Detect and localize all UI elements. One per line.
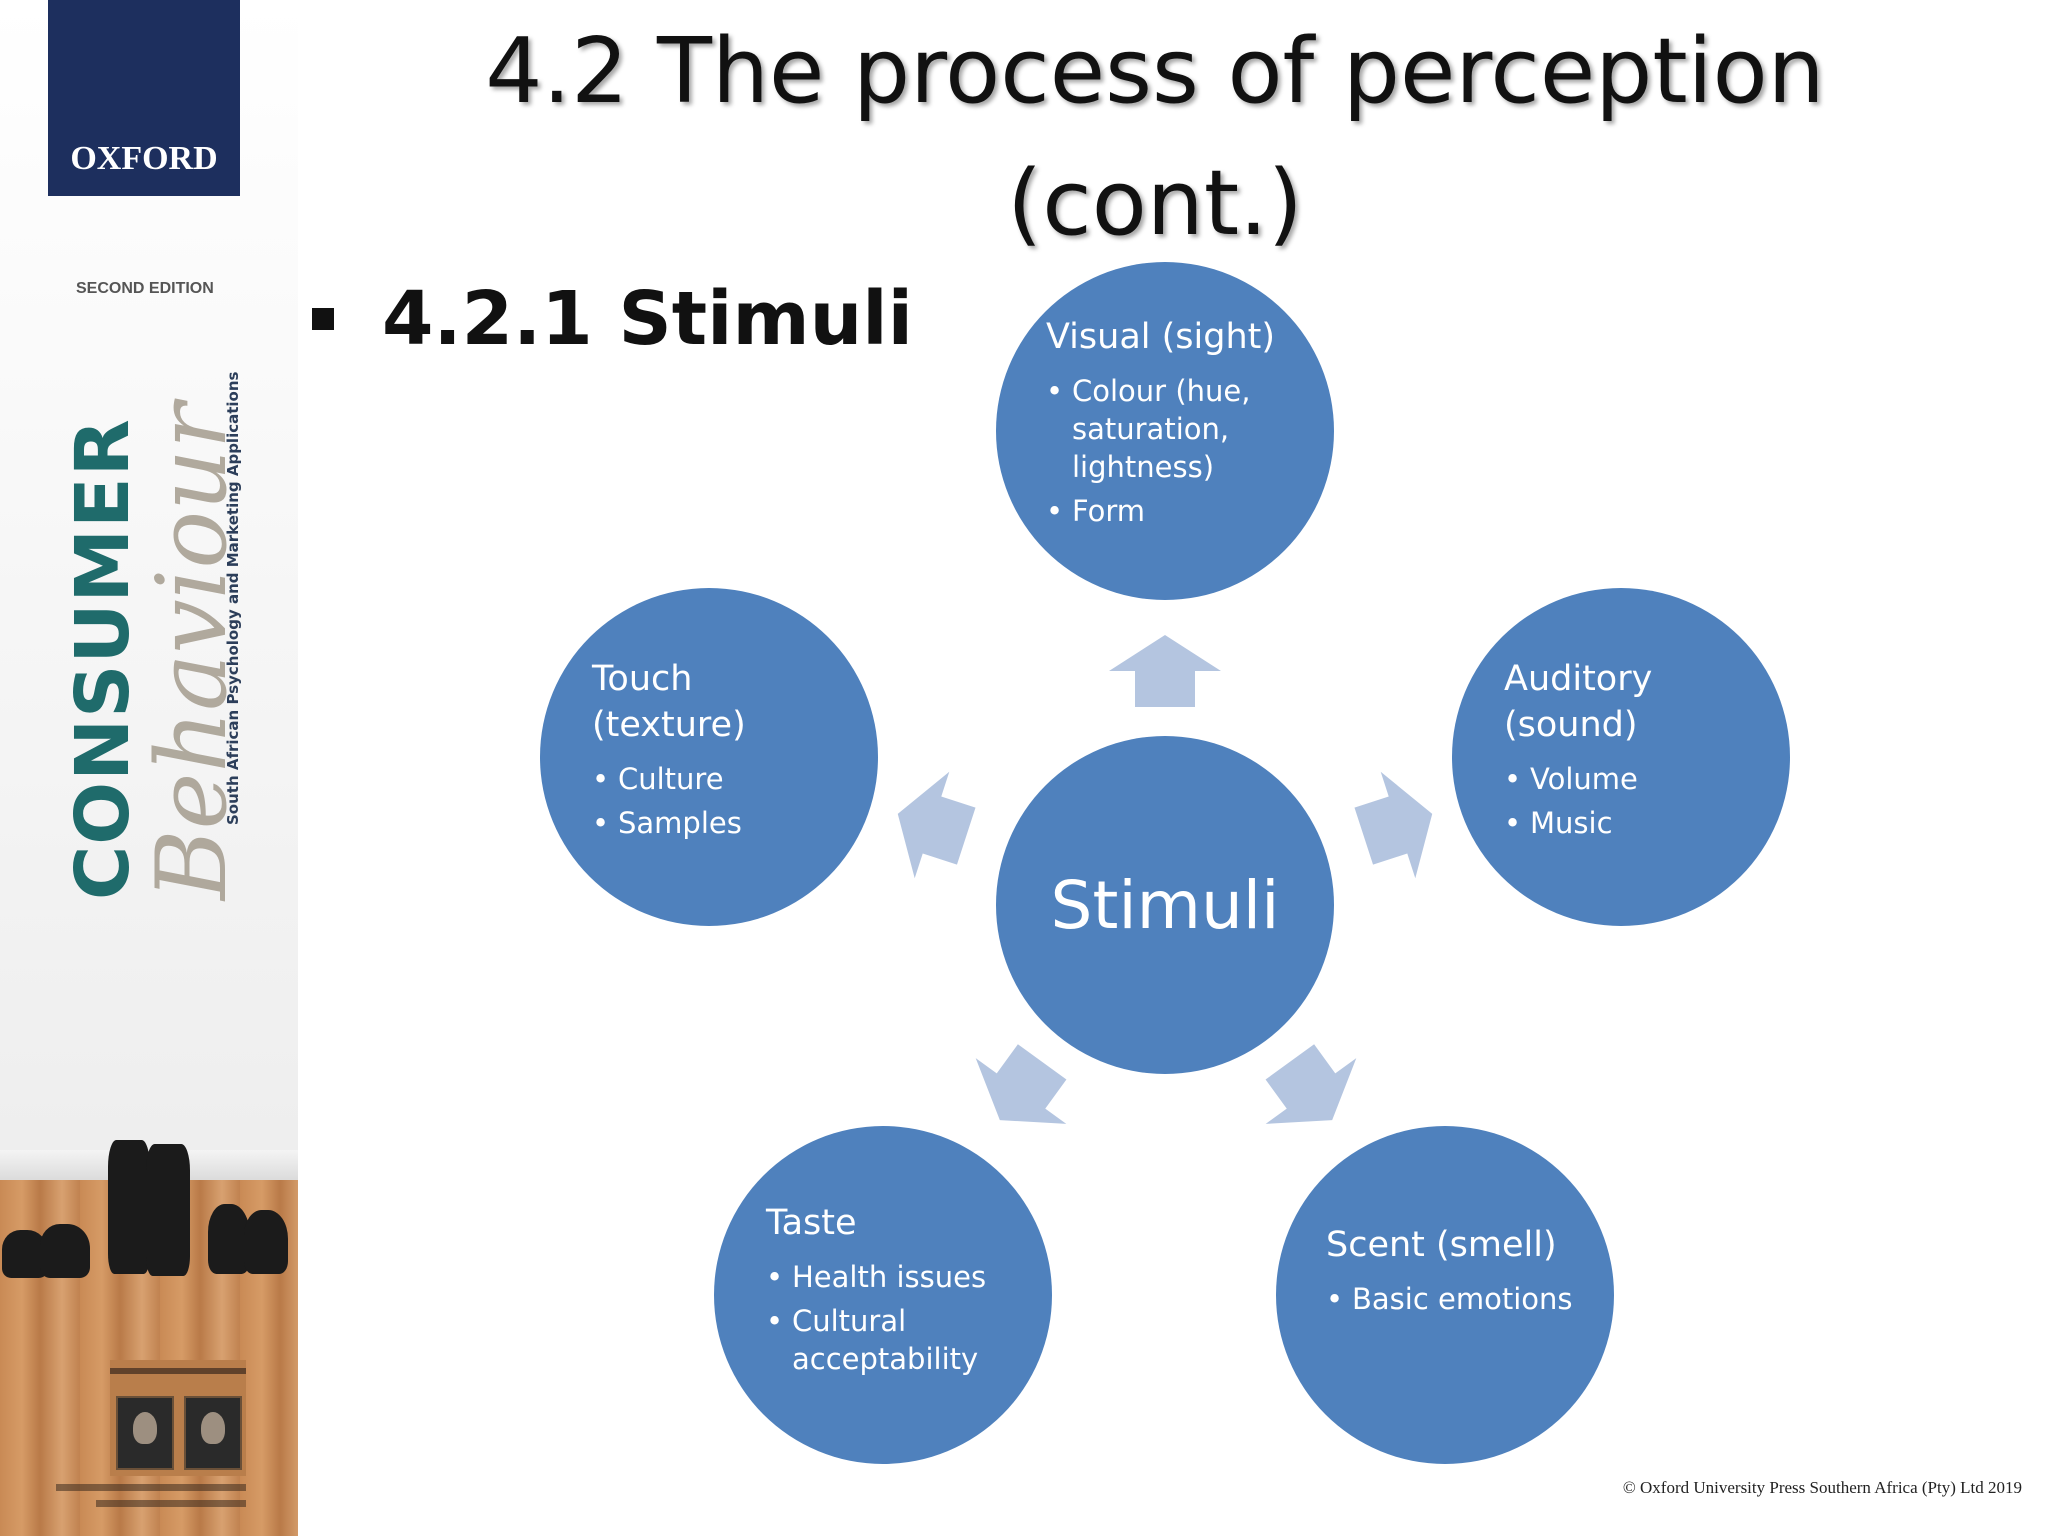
bullet-square-icon: [312, 308, 334, 330]
author-portrait: [184, 1396, 242, 1470]
list-item: Form: [1046, 492, 1306, 530]
list-item: Colour (hue, saturation, lightness): [1046, 372, 1306, 486]
list-item: Music: [1504, 804, 1754, 842]
arrow-to-auditory: [1354, 771, 1433, 879]
cover-author-plate: [110, 1360, 246, 1476]
cover-subtitle: South African Psychology and Marketing A…: [224, 371, 242, 825]
node-auditory: Auditory (sound) Volume Music: [1452, 588, 1790, 926]
section-heading-text: 4.2.1 Stimuli: [382, 276, 914, 362]
node-touch: Touch (texture) Culture Samples: [540, 588, 878, 926]
shoe-image: [244, 1210, 288, 1274]
arrow-to-visual: [1109, 635, 1221, 707]
book-cover: OXFORD SECOND EDITION Behaviour CONSUMER…: [0, 0, 298, 1536]
slide-title: 4.2 The process of perception (cont.): [485, 19, 1825, 256]
cover-title-main: CONSUMER: [60, 418, 146, 900]
center-node: Stimuli: [996, 736, 1334, 1074]
oxford-logo-text: OXFORD: [70, 140, 218, 177]
cover-edition: SECOND EDITION: [76, 280, 214, 297]
cover-foundation-line: [96, 1500, 246, 1507]
boot-image: [108, 1140, 150, 1274]
center-node-label: Stimuli: [1050, 866, 1280, 944]
list-item: Volume: [1504, 760, 1754, 798]
cover-foundation-line: [56, 1484, 246, 1491]
node-visual: Visual (sight) Colour (hue, saturation, …: [996, 262, 1334, 600]
list-item: Culture: [592, 760, 842, 798]
list-item: Samples: [592, 804, 842, 842]
list-item: Basic emotions: [1326, 1280, 1586, 1318]
boot-image: [146, 1144, 190, 1276]
oxford-logo: OXFORD: [48, 0, 240, 196]
list-item: Health issues: [766, 1258, 1026, 1296]
shoe-image: [208, 1204, 250, 1274]
section-heading: 4.2.1 Stimuli: [312, 276, 913, 362]
node-taste-title: Taste: [766, 1203, 857, 1243]
node-scent: Scent (smell) Basic emotions: [1276, 1126, 1614, 1464]
node-visual-title: Visual (sight): [1046, 317, 1276, 357]
author-portrait: [116, 1396, 174, 1470]
arrow-to-touch: [897, 771, 976, 879]
copyright-notice: © Oxford University Press Southern Afric…: [1622, 1478, 2022, 1497]
node-touch-title: Touch (texture): [592, 659, 746, 745]
node-visual-list: Colour (hue, saturation, lightness) Form: [1046, 372, 1306, 530]
shoe-image: [40, 1224, 90, 1278]
node-taste-list: Health issues Cultural acceptability: [766, 1258, 1026, 1378]
node-auditory-title: Auditory (sound): [1504, 659, 1653, 745]
node-scent-title: Scent (smell): [1326, 1225, 1557, 1265]
node-taste: Taste Health issues Cultural acceptabili…: [714, 1126, 1052, 1464]
node-auditory-list: Volume Music: [1504, 760, 1754, 842]
cover-title-block: Behaviour CONSUMER South African Psychol…: [60, 340, 260, 900]
node-scent-list: Basic emotions: [1326, 1280, 1586, 1318]
list-item: Cultural acceptability: [766, 1302, 1026, 1378]
node-touch-list: Culture Samples: [592, 760, 842, 842]
